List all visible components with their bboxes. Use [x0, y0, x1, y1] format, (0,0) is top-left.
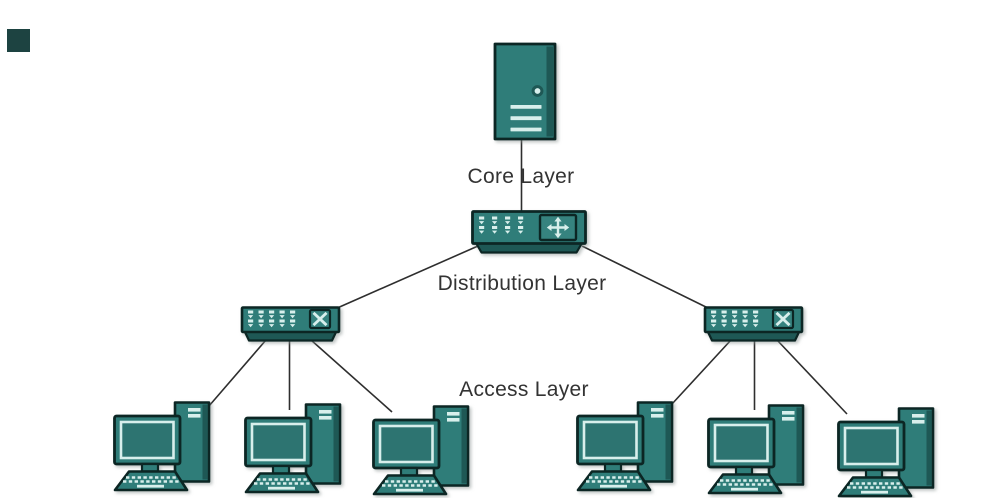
connection-line-dist-right: [581, 245, 711, 310]
distribution-switch-icon: [473, 212, 586, 253]
connection-lines: [208, 139, 848, 415]
connection-line-ws3: [310, 339, 393, 413]
core-server-icon: [493, 42, 557, 141]
workstation-icon-6: [837, 407, 935, 498]
connection-line-ws4: [671, 339, 732, 405]
connection-line-ws6: [776, 339, 848, 415]
workstation-icon-5: [707, 404, 805, 495]
workstation-icon-1: [113, 401, 211, 492]
workstation-icon-2: [244, 403, 342, 494]
access-switch-left-icon: [242, 308, 339, 341]
core-layer-label: Core Layer: [467, 165, 575, 188]
connection-line-ws1: [208, 339, 267, 407]
workstation-icon-3: [372, 405, 470, 496]
workstation-icon-4: [576, 401, 674, 492]
access-layer-label: Access Layer: [459, 378, 589, 401]
distribution-layer-label: Distribution Layer: [437, 272, 607, 295]
connection-line-dist-left: [334, 245, 479, 310]
access-switch-right-icon: [705, 308, 802, 341]
artifact-square: [7, 29, 30, 52]
